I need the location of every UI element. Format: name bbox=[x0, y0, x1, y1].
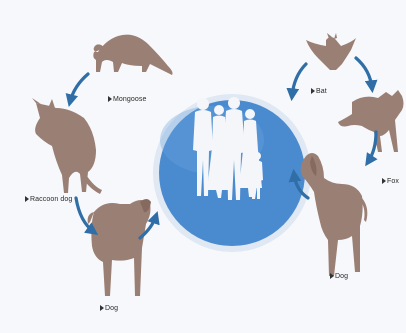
arrow-fox-to-human bbox=[368, 132, 376, 162]
mongoose-icon bbox=[93, 35, 172, 75]
triangle-bullet-icon bbox=[100, 305, 104, 311]
raccoon-dog-icon bbox=[32, 98, 102, 194]
triangle-bullet-icon bbox=[382, 178, 386, 184]
arrow-mongoose-to-raccoon-dog bbox=[70, 74, 88, 102]
label-dog-right: Dog bbox=[330, 273, 348, 280]
fox-icon bbox=[338, 90, 404, 152]
arrow-bat-to-fox bbox=[356, 58, 372, 88]
triangle-bullet-icon bbox=[25, 196, 29, 202]
label-dog-left: Dog bbox=[100, 305, 118, 312]
label-bat: Bat bbox=[311, 88, 327, 95]
triangle-bullet-icon bbox=[311, 88, 315, 94]
arrow-bat-to-human bbox=[292, 64, 306, 96]
dog-icon bbox=[88, 199, 151, 296]
bat-icon bbox=[306, 33, 356, 70]
triangle-bullet-icon bbox=[108, 96, 112, 102]
label-raccoon-dog: Raccoon dog bbox=[25, 196, 72, 203]
triangle-bullet-icon bbox=[330, 273, 334, 279]
dog-icon bbox=[301, 153, 368, 276]
label-fox: Fox bbox=[382, 178, 399, 185]
label-mongoose: Mongoose bbox=[108, 96, 147, 103]
